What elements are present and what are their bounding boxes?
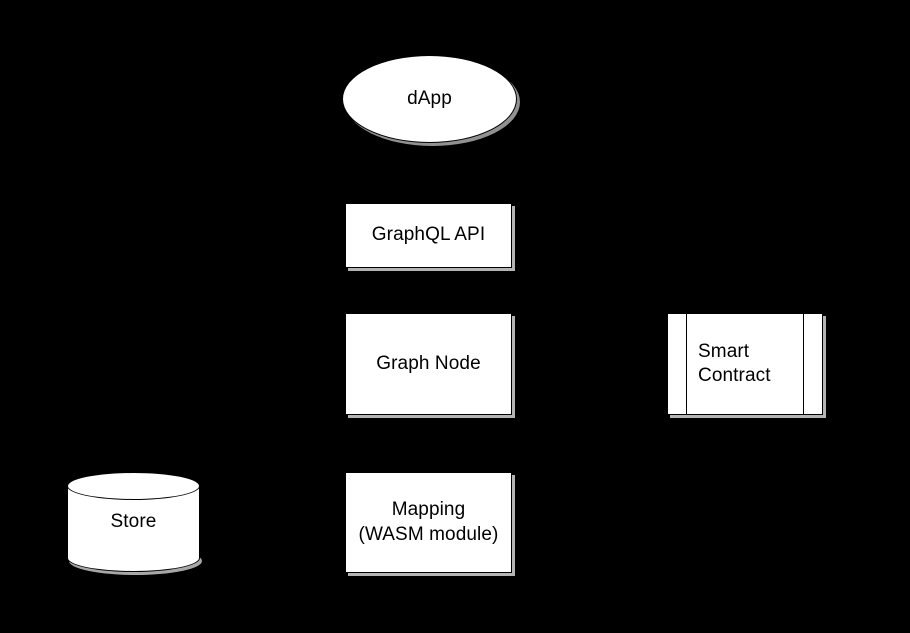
node-smart-contract[interactable]: Smart Contract xyxy=(667,313,823,415)
node-dapp-label: dApp xyxy=(407,87,452,109)
node-smart-contract-label: Smart Contract xyxy=(698,340,771,386)
node-store[interactable]: Store xyxy=(67,472,200,572)
node-graphql-api-label: GraphQL API xyxy=(371,224,486,246)
node-dapp[interactable]: dApp xyxy=(342,55,517,143)
node-mapping[interactable]: Mapping (WASM module) xyxy=(345,472,512,573)
cylinder-top-arc xyxy=(67,472,200,500)
node-store-label-wrap: Store xyxy=(67,472,200,572)
node-mapping-label: Mapping (WASM module) xyxy=(358,499,499,545)
node-smart-contract-inner: Smart Contract xyxy=(668,314,822,414)
node-store-label: Store xyxy=(110,510,157,532)
module-left-divider xyxy=(686,314,687,414)
node-graph-node-label: Graph Node xyxy=(376,352,481,374)
node-graph-node[interactable]: Graph Node xyxy=(345,313,512,415)
module-right-divider xyxy=(803,314,804,414)
cylinder-bottom-mask xyxy=(68,542,199,558)
node-graphql-api[interactable]: GraphQL API xyxy=(345,203,512,268)
